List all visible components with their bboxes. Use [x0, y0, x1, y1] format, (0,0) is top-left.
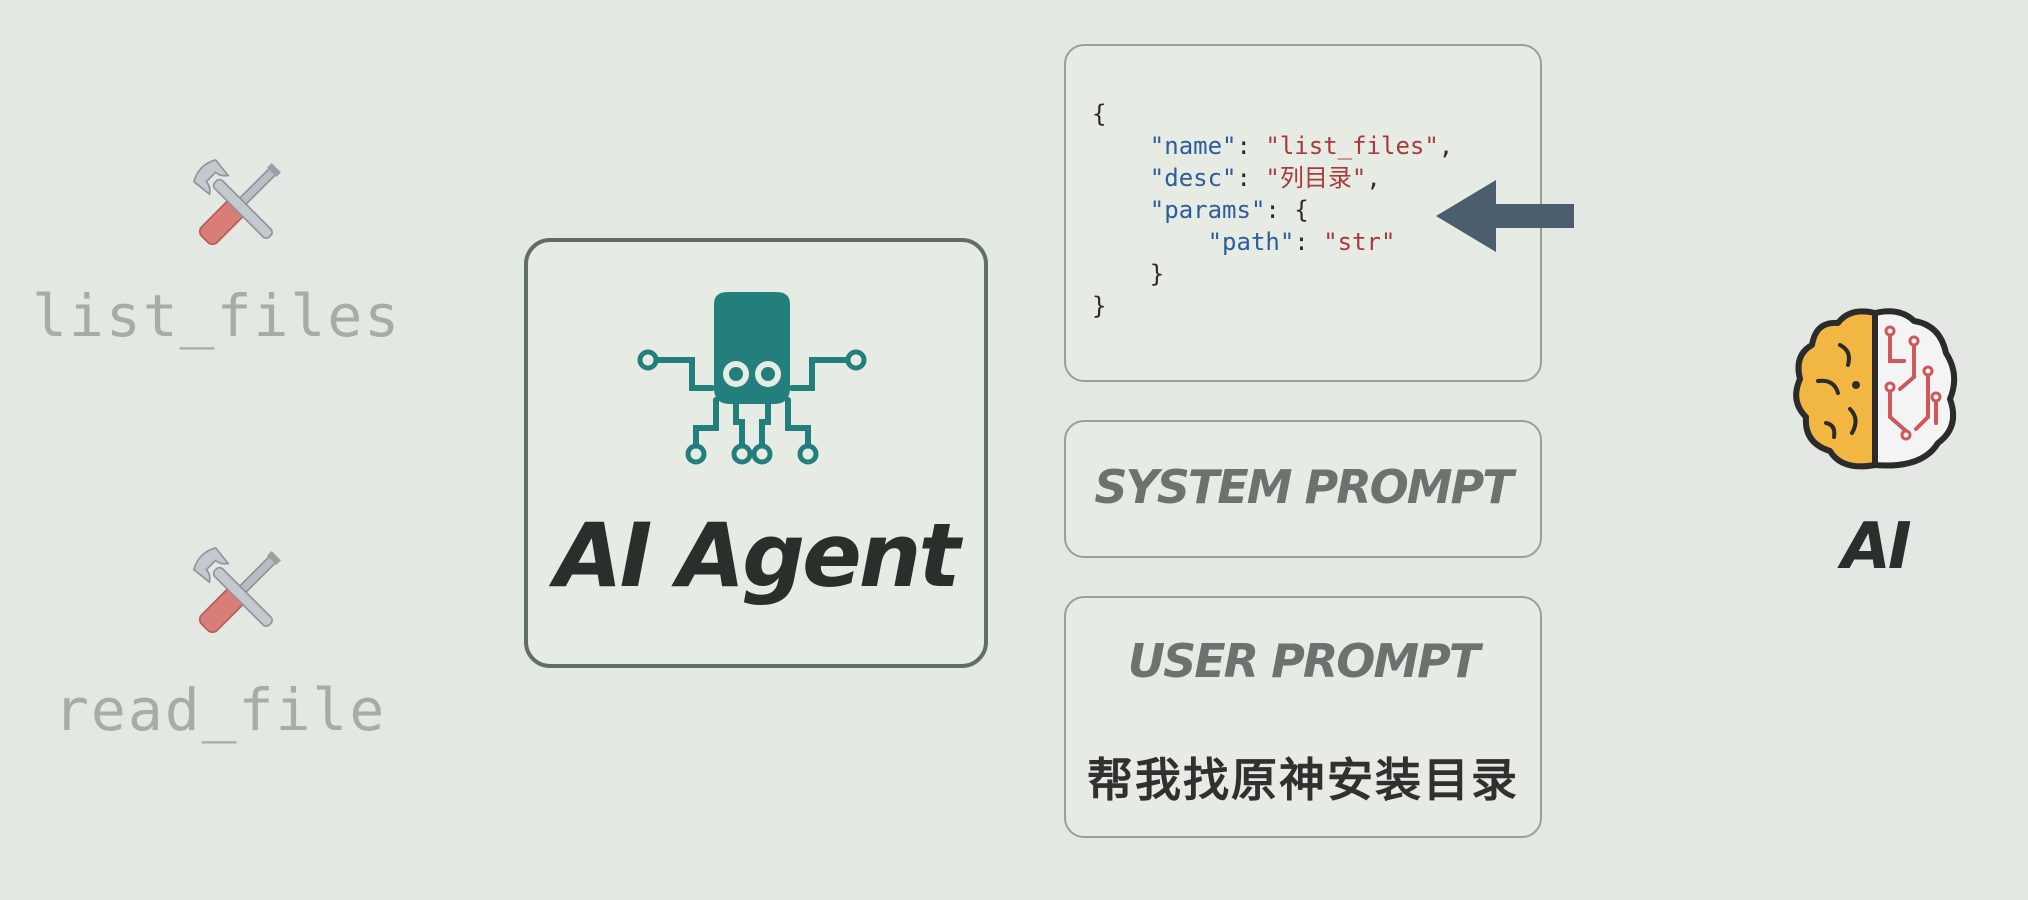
json-value-desc: "列目录": [1265, 164, 1367, 192]
json-brace: {: [1294, 196, 1309, 224]
json-value-path: "str": [1323, 228, 1396, 256]
wrench-screwdriver-icon: [192, 546, 282, 634]
tool-label-list-files: list_files: [32, 282, 402, 350]
json-key-desc: "desc": [1149, 164, 1237, 192]
system-prompt-panel: SYSTEM PROMPT: [1064, 420, 1542, 558]
system-prompt-title: SYSTEM PROMPT: [1094, 460, 1513, 514]
json-brace: }: [1149, 260, 1165, 288]
user-prompt-title: USER PROMPT: [1127, 634, 1480, 688]
json-key-path: "path": [1207, 228, 1295, 256]
tool-label-read-file: read_file: [54, 676, 387, 744]
ai-label: AI: [1841, 510, 1911, 584]
tool-schema-code: { "name": "list_files", "desc": "列目录", "…: [1092, 100, 1454, 320]
arrow-left-icon: [1436, 180, 1574, 252]
user-prompt-text: 帮我找原神安装目录: [1087, 753, 1519, 807]
agent-title: AI Agent: [554, 504, 961, 607]
json-key-params: "params": [1149, 196, 1266, 224]
wrench-screwdriver-icon: [192, 158, 282, 246]
json-brace: {: [1092, 100, 1107, 128]
json-key-name: "name": [1149, 132, 1237, 160]
user-prompt-panel: USER PROMPT 帮我找原神安装目录: [1064, 596, 1542, 838]
json-value-name: "list_files": [1265, 132, 1439, 160]
octopus-circuit-icon: [637, 292, 867, 465]
ai-agent-box: AI Agent: [524, 238, 988, 668]
json-brace: }: [1092, 292, 1107, 320]
brain-circuit-icon: [1793, 308, 1958, 470]
